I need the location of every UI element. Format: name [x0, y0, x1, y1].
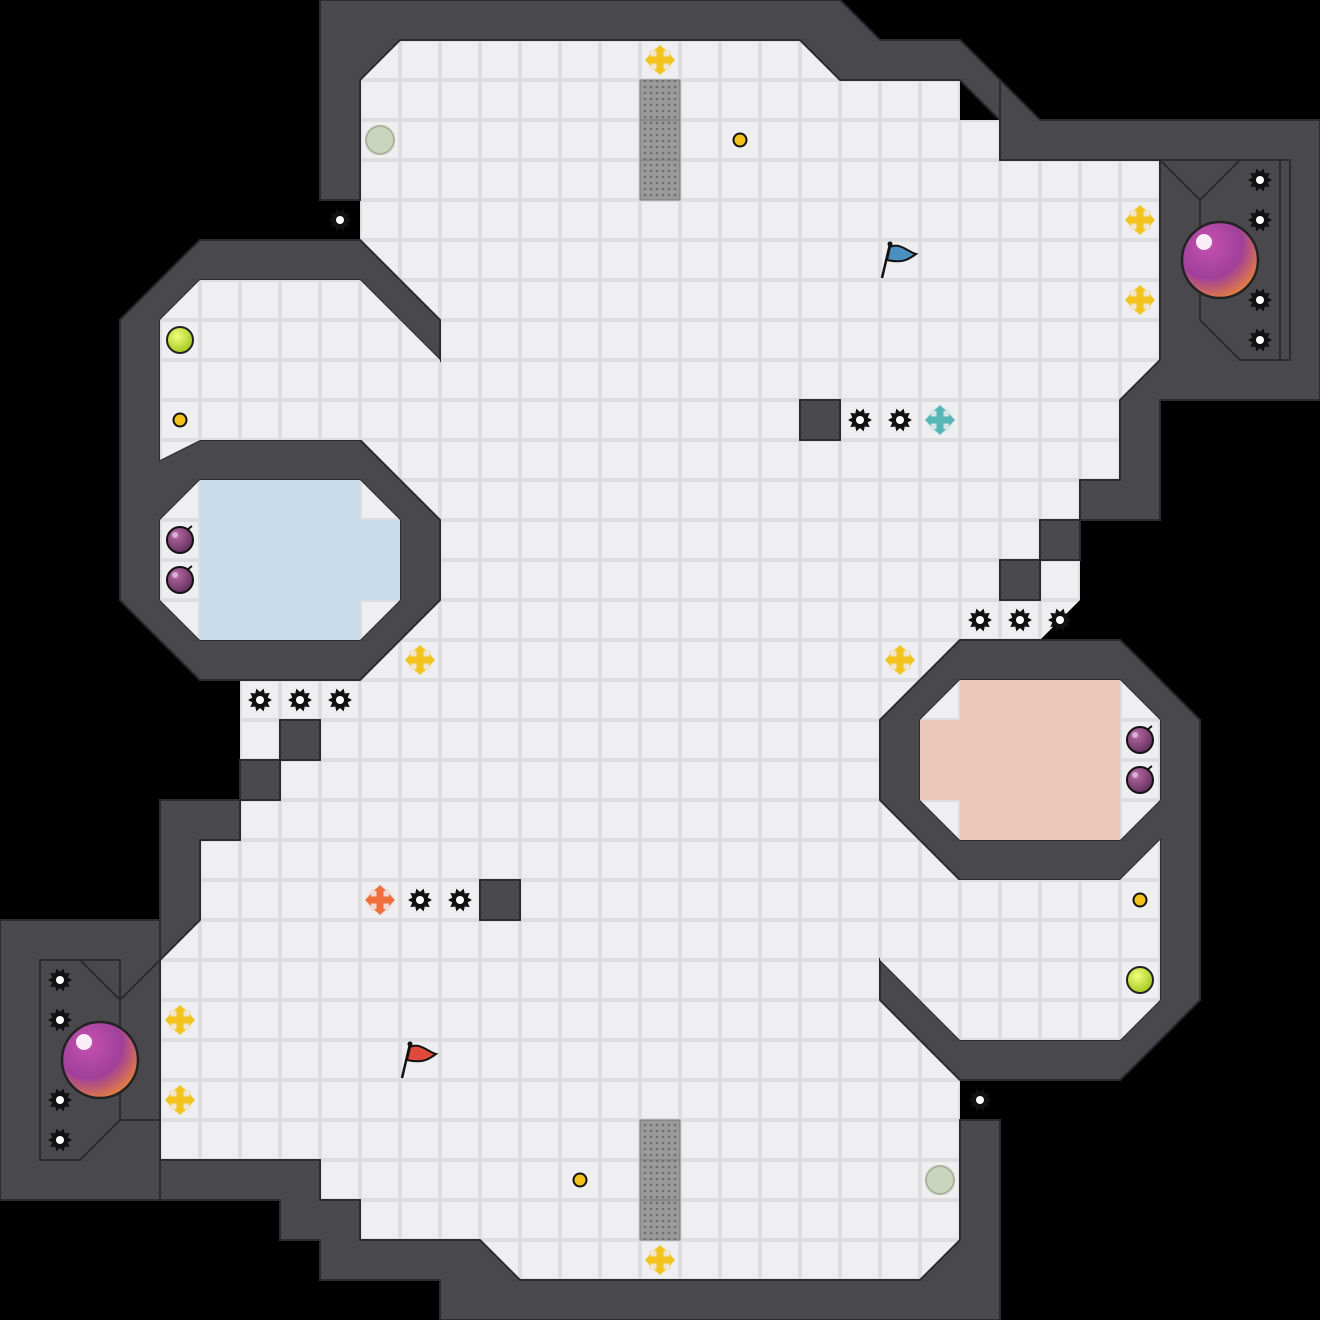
flag-icon: [400, 1041, 439, 1079]
wall-top: [319, 0, 1001, 201]
spike-icon: [48, 968, 72, 992]
block: [1039, 519, 1081, 561]
token-icon: [172, 412, 188, 428]
boost-icon: [645, 45, 675, 75]
token-icon: [732, 132, 748, 148]
boost-icon: [165, 1005, 195, 1035]
boost-icon: [165, 1085, 195, 1115]
room-interiors: [160, 280, 1160, 1040]
boost-icon: [885, 645, 915, 675]
ball-icon: [60, 1020, 140, 1100]
token-icon: [1132, 892, 1148, 908]
boost-icon: [1125, 285, 1155, 315]
block: [799, 399, 841, 441]
bomb-icon: [1126, 725, 1154, 754]
spike-icon: [48, 1088, 72, 1112]
gate: [639, 79, 681, 121]
spike-icon: [848, 408, 872, 432]
gate: [639, 159, 681, 201]
gate: [639, 1159, 681, 1201]
bomb-icon: [166, 565, 194, 594]
portal-icon: [925, 1165, 955, 1195]
wall-left-lower: [0, 799, 1001, 1320]
spike-icon: [48, 1008, 72, 1032]
token-icon: [572, 1172, 588, 1188]
spike-icon: [408, 888, 432, 912]
bomb-icon: [1126, 765, 1154, 794]
gates: [639, 79, 681, 1241]
blue-boost-icon: [925, 405, 955, 435]
red-boost-icon: [365, 885, 395, 915]
block: [279, 719, 321, 761]
spike-icon: [448, 888, 472, 912]
powerup-icon: [1126, 966, 1154, 994]
block: [999, 559, 1041, 601]
spike-icon: [1048, 608, 1072, 632]
gate: [639, 119, 681, 161]
spike-icon: [288, 688, 312, 712]
powerup-icon: [166, 326, 194, 354]
wall-blocks: [239, 399, 1081, 921]
portal-icon: [365, 125, 395, 155]
spike-icon: [888, 408, 912, 432]
spike-icon: [1248, 288, 1272, 312]
spike-icon: [1008, 608, 1032, 632]
boost-icon: [1125, 205, 1155, 235]
spike-icon: [968, 608, 992, 632]
spike-icon: [248, 688, 272, 712]
gate: [639, 1119, 681, 1161]
flag-icon: [880, 241, 919, 279]
gate: [639, 1199, 681, 1241]
spike-icon: [1248, 168, 1272, 192]
spike-icon: [1248, 328, 1272, 352]
spike-icon: [1248, 208, 1272, 232]
spike-icon: [48, 1128, 72, 1152]
spike-icon: [328, 688, 352, 712]
bomb-icon: [166, 525, 194, 554]
block: [479, 879, 521, 921]
block: [239, 759, 281, 801]
spike-icon: [328, 208, 352, 232]
spike-icon: [968, 1088, 992, 1112]
boost-icon: [645, 1245, 675, 1275]
boost-icon: [405, 645, 435, 675]
ball-icon: [1180, 220, 1260, 300]
